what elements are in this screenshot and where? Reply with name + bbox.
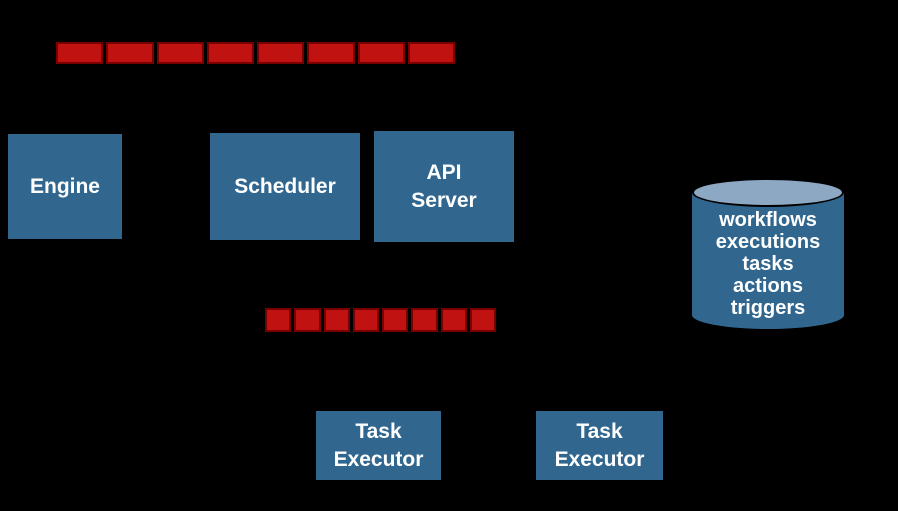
queue-segment bbox=[323, 308, 350, 332]
datastore-item: workflows bbox=[719, 209, 817, 231]
queue-segment bbox=[307, 42, 355, 64]
message-queue-top bbox=[56, 42, 455, 64]
queue-segment bbox=[440, 308, 467, 332]
api-server-node: API Server bbox=[374, 131, 514, 242]
queue-segment bbox=[156, 42, 204, 64]
datastore-item: tasks bbox=[742, 253, 794, 275]
queue-segment bbox=[294, 308, 321, 332]
queue-segment bbox=[257, 42, 305, 64]
queue-segment bbox=[352, 308, 379, 332]
queue-segment bbox=[56, 42, 104, 64]
task-executor-node-2: Task Executor bbox=[536, 411, 663, 480]
engine-node: Engine bbox=[8, 134, 122, 239]
scheduler-node: Scheduler bbox=[210, 133, 360, 240]
queue-segment bbox=[411, 308, 438, 332]
message-queue-bottom bbox=[265, 308, 496, 332]
queue-segment bbox=[106, 42, 154, 64]
queue-segment bbox=[265, 308, 292, 332]
datastore-item: triggers bbox=[730, 297, 806, 319]
datastore-item: executions bbox=[715, 231, 821, 253]
queue-segment bbox=[407, 42, 455, 64]
queue-segment bbox=[469, 308, 496, 332]
queue-segment bbox=[382, 308, 409, 332]
cylinder-top-ellipse bbox=[692, 178, 844, 207]
datastore-item: actions bbox=[732, 275, 804, 297]
task-executor-node-1: Task Executor bbox=[316, 411, 441, 480]
queue-segment bbox=[206, 42, 254, 64]
queue-segment bbox=[357, 42, 405, 64]
cylinder-body bbox=[692, 192, 844, 329]
